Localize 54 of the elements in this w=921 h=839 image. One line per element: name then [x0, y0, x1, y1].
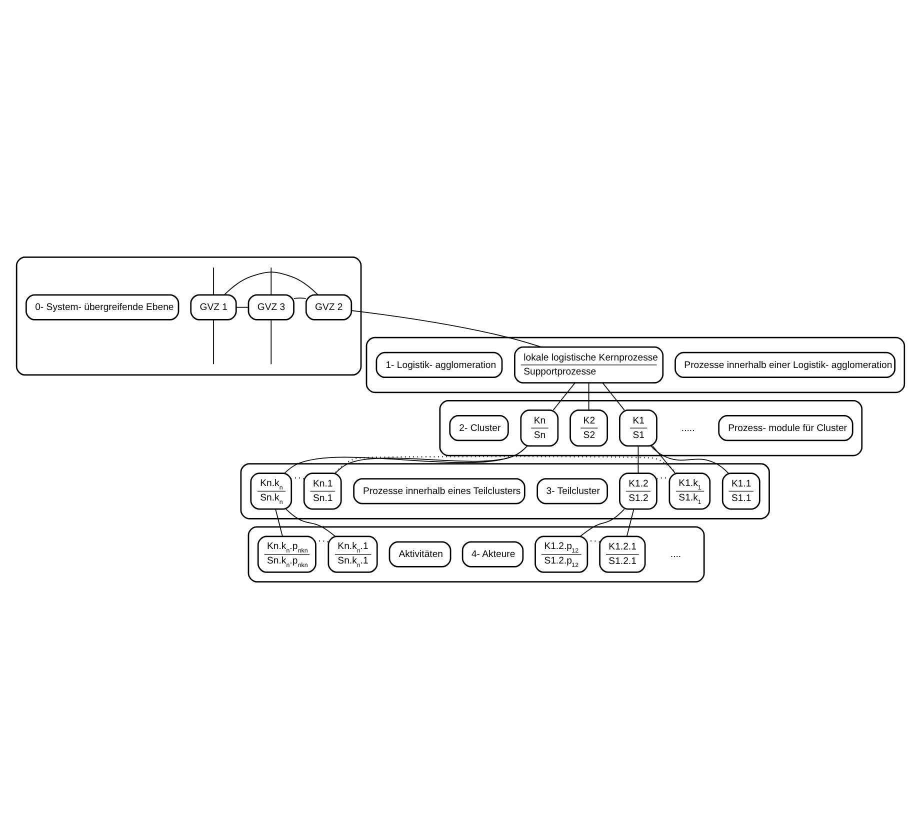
connector [275, 508, 283, 537]
connector [236, 306, 249, 308]
node-box: 2- Cluster [449, 415, 509, 442]
node-box: Aktivitäten [388, 541, 452, 568]
connector [334, 456, 678, 474]
node-box: 3- Teilcluster [536, 478, 608, 504]
node-box: Kn Sn [520, 410, 559, 447]
connector [213, 320, 214, 365]
connector [588, 540, 600, 542]
node-box: Kn.k$_{n}$.1 Sn.k$_{n}$.1 [328, 536, 378, 573]
connector [588, 382, 590, 410]
connector [650, 446, 729, 474]
connector [213, 267, 214, 296]
connector [224, 272, 318, 296]
cluster [248, 526, 705, 582]
connector [285, 508, 336, 537]
connector [270, 320, 272, 365]
connector [270, 267, 272, 296]
cluster [16, 256, 362, 376]
cluster [439, 400, 863, 456]
node-box: 1- Logistik- agglomeration [376, 352, 503, 378]
connector [602, 382, 625, 410]
node-box: Prozesse innerhalb eines Teilclusters [353, 478, 526, 504]
connector [293, 298, 306, 299]
node-box: 0- System- übergreifende Ebene [26, 294, 180, 320]
connector [284, 446, 528, 474]
node-box: K1.2.1 S1.2.1 [599, 536, 646, 573]
label: .... [670, 549, 682, 560]
connector [626, 508, 634, 537]
connector [652, 446, 676, 474]
node-box: GVZ 2 [305, 294, 352, 320]
node-box: lokale logistische Kernprozesse Supportprozesse [514, 346, 664, 384]
node-box: K1 S1 [619, 410, 658, 447]
cluster [240, 463, 770, 520]
node-box: Kn.1 Sn.1 [303, 472, 342, 510]
node-box: GVZ 3 [248, 294, 294, 320]
label: ..... [681, 422, 695, 434]
connector [316, 540, 328, 542]
node-box: 4- Akteure [462, 541, 524, 568]
connector [638, 446, 639, 474]
connector [350, 310, 542, 348]
cluster [366, 336, 906, 394]
node-box: GVZ 1 [190, 294, 237, 320]
connector [552, 382, 576, 410]
node-box: K2 S2 [570, 410, 608, 447]
node-box: K1.k$_{1}$ S1.k$_{1}$ [668, 472, 711, 510]
node-box: K1.2 S1.2 [619, 472, 658, 510]
node-box: Kn.k$_{n}$ Sn.k$_{n}$ [250, 472, 292, 510]
node-box: Prozess- module für Cluster [718, 415, 854, 442]
node-box: Kn.k$_{n}$.p$_{nkn}$ Sn.k$_{n}$.p$_{nkn}$ [257, 536, 316, 573]
connector [580, 508, 625, 537]
node-box: K1.1 S1.1 [722, 472, 760, 510]
node-box: K1.2.p$_{12}$ S1.2.p$_{12}$ [534, 536, 588, 573]
node-box: Prozesse innerhalb einer Logistik- agglomeration [674, 352, 896, 378]
